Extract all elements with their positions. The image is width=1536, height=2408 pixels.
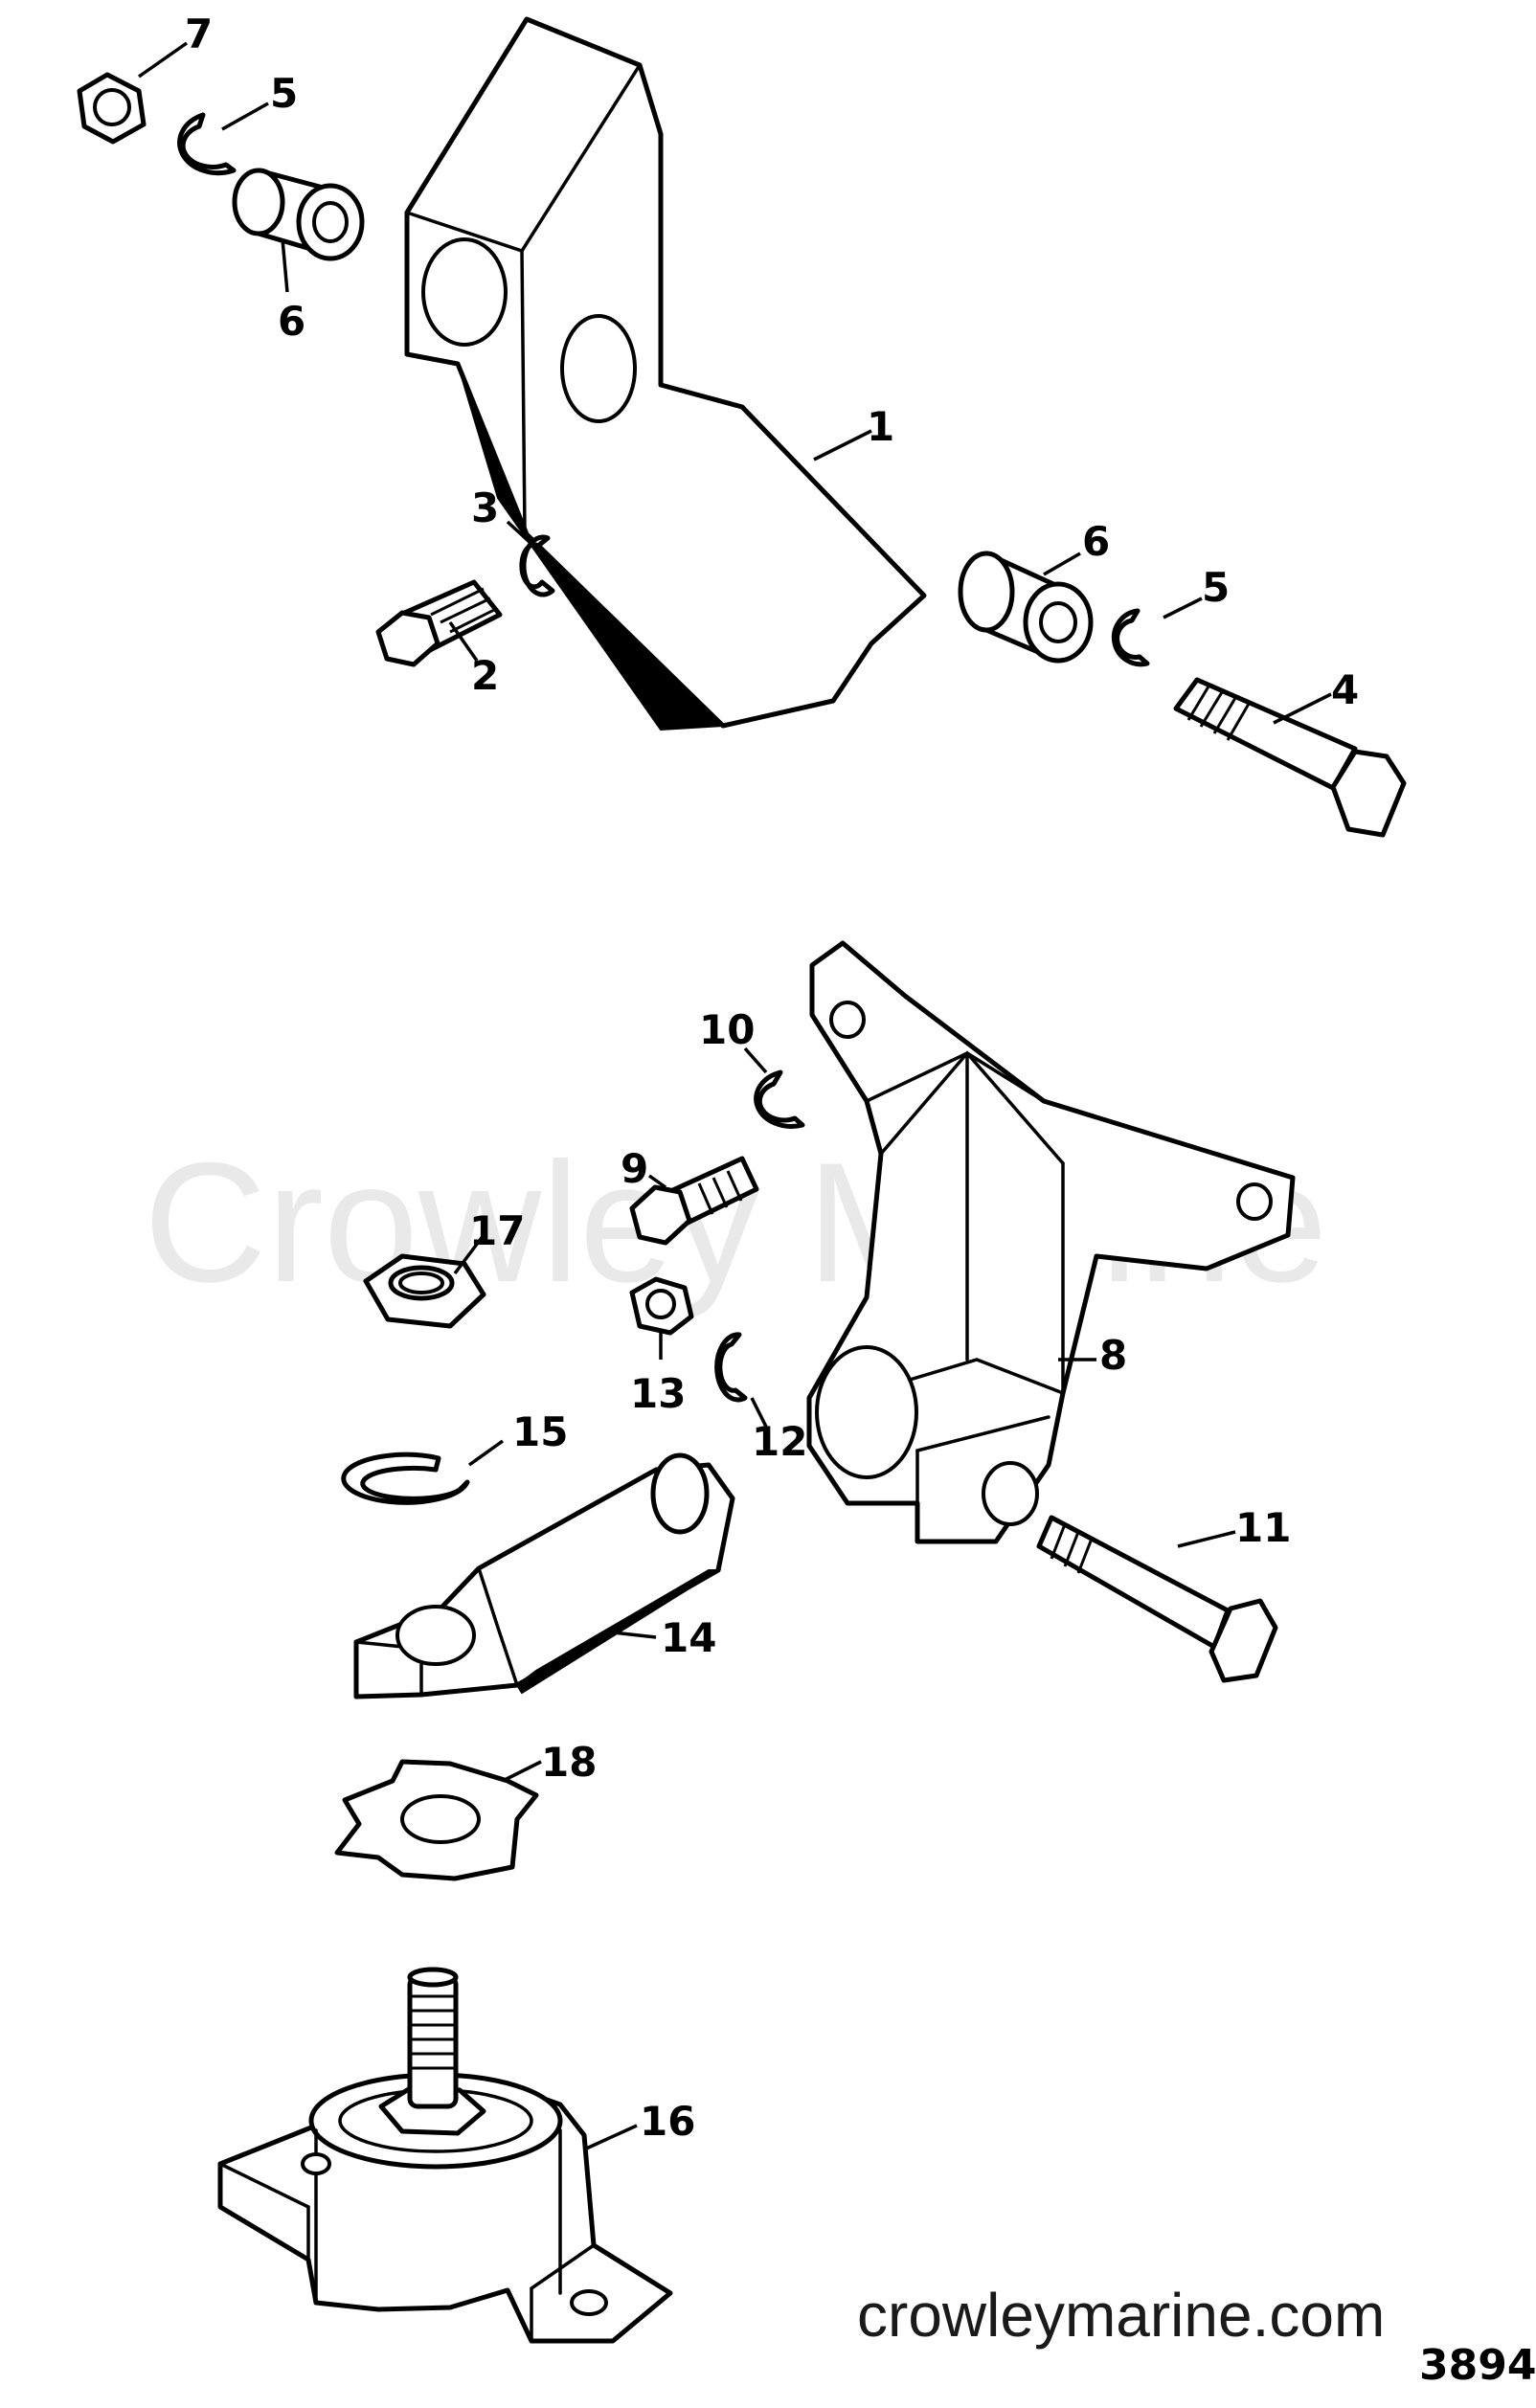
part-nut-17 — [363, 1253, 486, 1329]
callout-16: 16 — [640, 2098, 695, 2145]
part-trunnion — [353, 1452, 735, 1699]
part-spacer-upper — [232, 168, 365, 261]
part-bolt-long-11 — [1036, 1515, 1278, 1683]
callout-labels: 1 2 3 4 5 5 6 6 7 8 9 10 11 12 13 14 15 … — [185, 11, 1359, 2145]
part-bolt-long — [1173, 677, 1407, 838]
part-elastic-nut — [77, 72, 147, 145]
callout-2: 2 — [471, 652, 499, 699]
leader-lines — [137, 41, 1332, 2151]
callout-3: 3 — [471, 484, 499, 531]
part-lockwasher — [519, 534, 555, 597]
callout-15: 15 — [512, 1408, 568, 1455]
callout-8: 8 — [1099, 1332, 1127, 1379]
callout-5-upper: 5 — [270, 70, 298, 117]
callout-14: 14 — [661, 1614, 716, 1661]
callout-10: 10 — [699, 1006, 755, 1053]
callout-17: 17 — [469, 1207, 525, 1254]
callout-13: 13 — [630, 1370, 686, 1417]
part-engine-mount — [217, 1967, 673, 2344]
part-lockwasher-12 — [714, 1332, 748, 1403]
part-lockwasher-upper — [177, 112, 237, 176]
part-mount-bracket — [806, 940, 1296, 1544]
part-tab-washer — [334, 1759, 539, 1881]
footer-url: crowleymarine.com — [857, 2281, 1385, 2350]
callout-6-upper: 6 — [278, 298, 305, 345]
part-nut-13 — [629, 1276, 694, 1336]
figure-number: 38947 — [1419, 2341, 1536, 2390]
callout-1: 1 — [867, 403, 894, 450]
callout-6-lower: 6 — [1082, 518, 1110, 565]
callout-7: 7 — [185, 11, 213, 57]
part-spacer-lower — [958, 551, 1094, 664]
callout-11: 11 — [1235, 1504, 1291, 1551]
callout-12: 12 — [752, 1418, 807, 1465]
callout-5-lower: 5 — [1202, 564, 1230, 611]
part-lockwasher-10 — [754, 1069, 805, 1129]
part-bolt-9 — [629, 1156, 759, 1246]
part-lockwasher-15 — [341, 1452, 470, 1505]
callout-18: 18 — [541, 1739, 597, 1786]
callout-4: 4 — [1331, 666, 1359, 713]
part-lockwasher-lower — [1111, 608, 1150, 667]
part-bracket — [404, 16, 927, 731]
callout-9: 9 — [621, 1145, 648, 1192]
part-bolt — [375, 579, 503, 667]
